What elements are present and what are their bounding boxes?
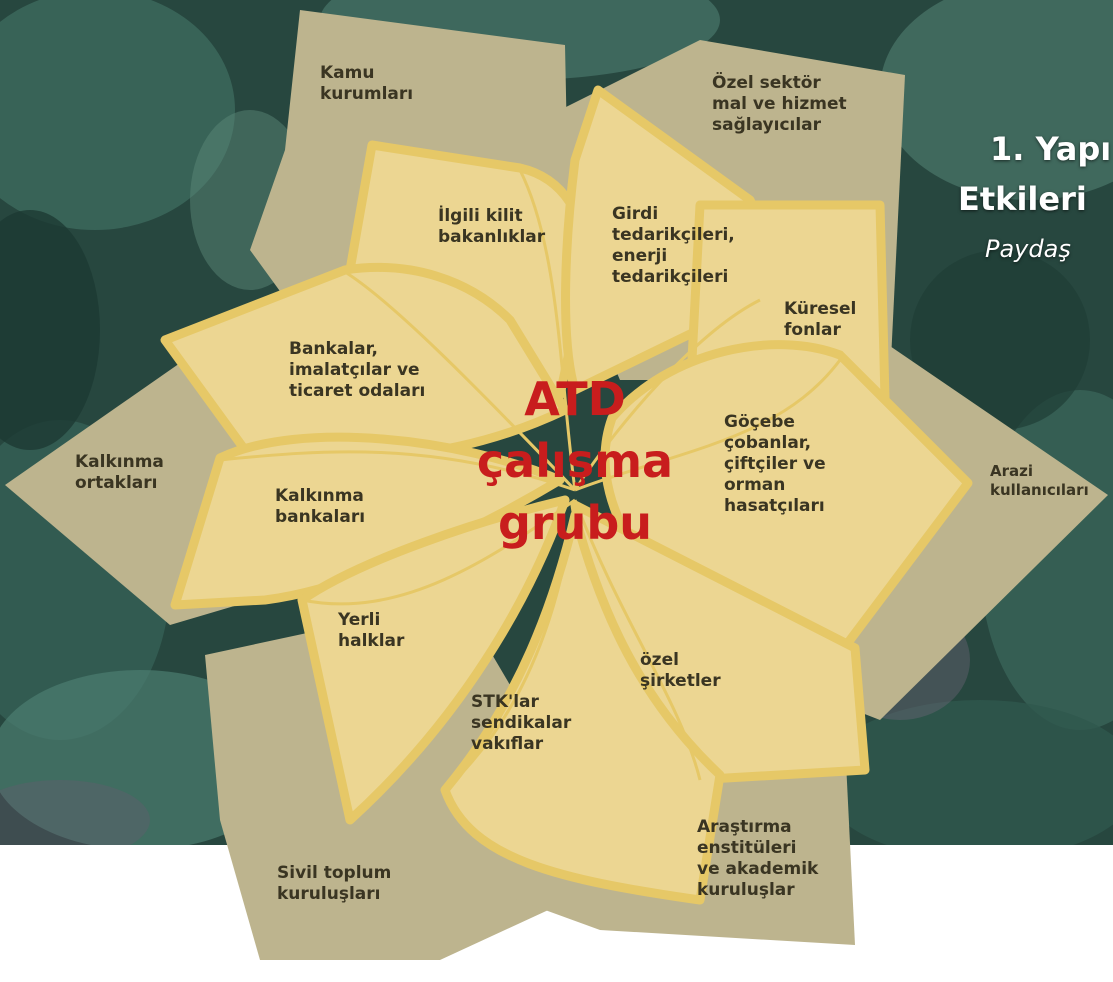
outer-label-sivil-toplum: Sivil toplum kuruluşları <box>277 863 392 904</box>
outer-label-kalkinma-ortaklari: Kalkınma ortakları <box>75 452 164 493</box>
inner-label-bankalar: Bankalar, imalatçılar ve ticaret odaları <box>289 339 426 401</box>
outer-label-arazi: Arazi kullanıcıları <box>990 462 1089 499</box>
inner-petal-stk <box>440 510 725 905</box>
inner-label-ilgili-kilit: İlgili kilit bakanlıklar <box>438 206 546 247</box>
inner-label-kuresel: Küresel fonlar <box>784 299 857 340</box>
inner-label-ozel-sirketler: özel şirketler <box>640 650 721 691</box>
inner-label-kalkinma-bankalari: Kalkınma bankaları <box>275 486 366 527</box>
inner-label-girdi: Girdi tedarikçileri, enerji tedarikçiler… <box>612 204 735 287</box>
inner-petals <box>160 85 973 905</box>
header-subtitle: Paydaş <box>985 235 1071 263</box>
header-title-line2: Etkileri <box>958 180 1087 218</box>
outer-label-arastirma: Araştırma enstitüleri ve akademik kurulu… <box>697 817 819 900</box>
inner-label-stk: STK'lar sendikalar vakıflar <box>471 692 572 754</box>
inner-label-yerli: Yerli halklar <box>338 610 405 651</box>
center-label-atd: ATD çalışma grubu <box>476 372 674 550</box>
outer-label-ozel-sektor: Özel sektör mal ve hizmet sağlayıcılar <box>712 73 847 135</box>
inner-label-gocebe: Göçebe çobanlar, çiftçiler ve orman hasa… <box>724 412 826 516</box>
petal-divider-lines <box>219 169 842 792</box>
outer-label-kamu: Kamu kurumları <box>320 63 414 104</box>
header-title-line1: 1. Yapı <box>990 130 1112 168</box>
inner-petal-yerli <box>297 495 570 825</box>
